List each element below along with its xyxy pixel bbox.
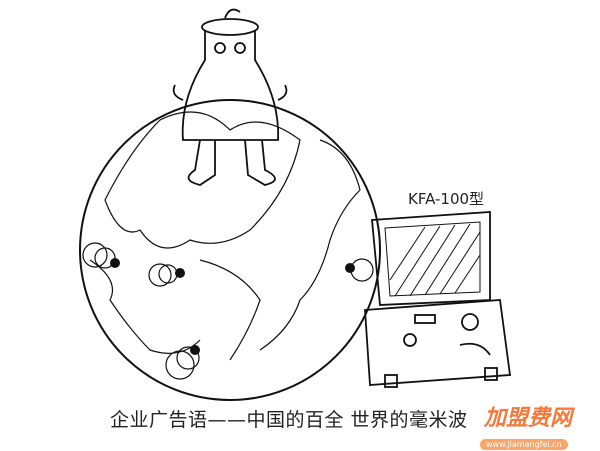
slogan-text: 企业广告语——中国的百全 世界的毫米波	[110, 409, 468, 431]
watermark: 加盟费网 www.jiamengfei.cn	[440, 400, 572, 451]
device-model-label: KFA-100型	[408, 190, 485, 208]
device-case	[364, 211, 512, 388]
map-outline	[104, 111, 301, 249]
watermark-url: www.jiamengfei.cn	[480, 439, 568, 450]
watermark-title: 加盟费网	[484, 406, 573, 431]
mascot	[172, 8, 288, 186]
globe	[79, 99, 381, 401]
